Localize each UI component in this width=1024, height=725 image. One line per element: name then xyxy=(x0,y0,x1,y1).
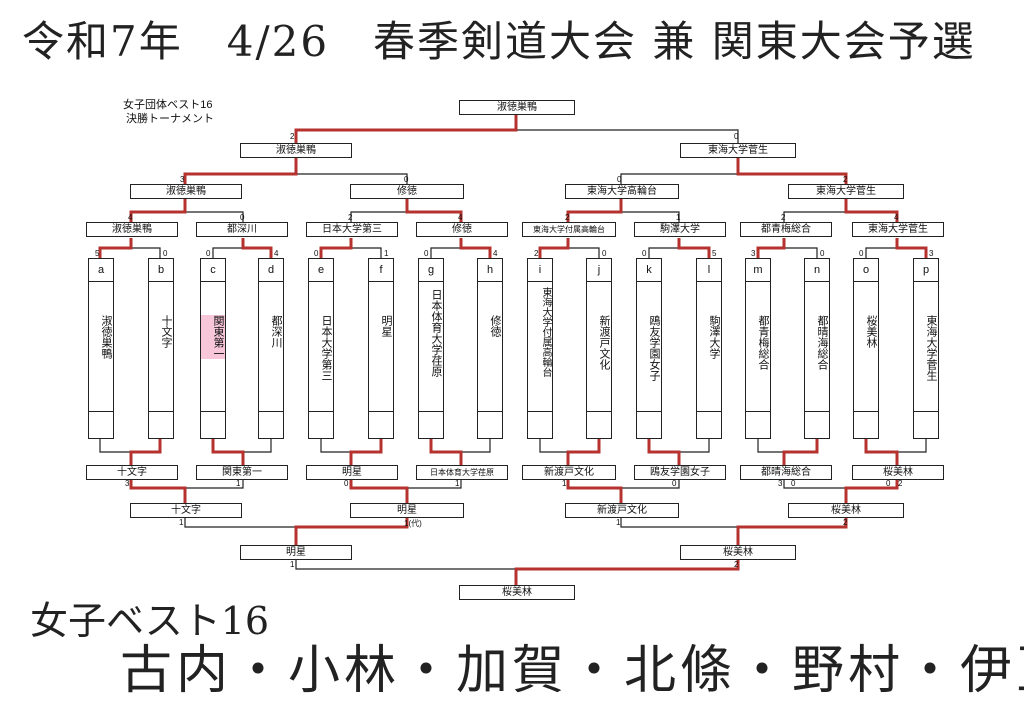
top-qf-1: 淑徳巣鴨 xyxy=(130,184,242,199)
bottom-r16-4: 日本体育大学荏原 xyxy=(416,465,508,480)
score: 3 xyxy=(751,249,756,258)
top-r16-7: 都青梅総合 xyxy=(740,222,832,237)
bracket-title-line2: 決勝トーナメント xyxy=(126,113,214,125)
score: 0 xyxy=(859,249,864,258)
score: 4 xyxy=(493,249,498,258)
bottom-r16-8: 桜美林 xyxy=(852,465,944,480)
score: 3 xyxy=(125,479,130,488)
top-qf-4: 東海大学菅生 xyxy=(788,184,904,199)
score: 5 xyxy=(712,249,717,258)
bottom-qf-4: 桜美林 xyxy=(788,503,904,518)
score: 0 xyxy=(240,213,245,222)
score: 0 xyxy=(820,249,825,258)
score: 4 xyxy=(458,213,463,222)
handwritten-title: 令和7年 4/26 春季剣道大会 兼 関東大会予選 xyxy=(22,17,976,66)
bottom-semi-1: 明星 xyxy=(240,545,352,560)
score: 4 xyxy=(274,249,279,258)
score: 3 xyxy=(180,175,185,184)
bottom-final-winner: 桜美林 xyxy=(459,585,575,600)
score: 2 xyxy=(348,213,353,222)
score: 0 xyxy=(642,249,647,258)
bottom-qf-2: 明星 xyxy=(350,503,464,518)
score: 2 xyxy=(734,560,739,569)
bottom-r16-2: 関東第一 xyxy=(196,465,288,480)
top-r16-4: 修徳 xyxy=(416,222,508,237)
score: 4 xyxy=(894,213,899,222)
score: 0 xyxy=(314,249,319,258)
top-r16-8: 東海大学菅生 xyxy=(852,222,944,237)
score: 2 xyxy=(781,213,786,222)
bottom-r16-3: 明星 xyxy=(306,465,398,480)
top-r16-2: 都深川 xyxy=(196,222,288,237)
score: 1 xyxy=(384,249,389,258)
score: 0 xyxy=(672,479,677,488)
bottom-r16-1: 十文字 xyxy=(86,465,178,480)
score: 2 xyxy=(565,213,570,222)
score: 1 xyxy=(562,479,567,488)
score: 0 xyxy=(886,479,891,488)
score: 0 xyxy=(617,175,622,184)
top-semi-1: 淑徳巣鴨 xyxy=(240,143,352,158)
score: 2 xyxy=(898,479,903,488)
score: 5 xyxy=(95,249,100,258)
bracket-title-line1: 女子団体ベスト16 xyxy=(123,99,213,111)
score: 3 xyxy=(778,479,783,488)
score: 0 xyxy=(424,249,429,258)
score: 1(代) xyxy=(404,519,422,528)
score: 2 xyxy=(534,249,539,258)
handwritten-best-label: 女子ベスト16 xyxy=(30,599,270,643)
score: 0 xyxy=(734,132,739,141)
top-r16-3: 日本大学第三 xyxy=(306,222,398,237)
score: 1 xyxy=(455,479,460,488)
score: 2 xyxy=(843,175,848,184)
score: 2 xyxy=(290,132,295,141)
top-qf-2: 修徳 xyxy=(350,184,464,199)
score: 0 xyxy=(404,175,409,184)
score: 1 xyxy=(236,479,241,488)
score: 1 xyxy=(179,518,184,527)
bottom-qf-1: 十文字 xyxy=(130,503,242,518)
bottom-r16-7: 都晴海総合 xyxy=(740,465,832,480)
top-r16-5: 東海大学付属高輪台 xyxy=(522,222,616,237)
score: 1 xyxy=(676,213,681,222)
score: 0 xyxy=(791,479,796,488)
bottom-r16-6: 鴎友学園女子 xyxy=(634,465,726,480)
top-r16-1: 淑徳巣鴨 xyxy=(86,222,178,237)
score: 0 xyxy=(602,249,607,258)
score: 0 xyxy=(206,249,211,258)
bottom-qf-3: 新渡戸文化 xyxy=(565,503,679,518)
score: 3 xyxy=(929,249,934,258)
score: 1 xyxy=(616,518,621,527)
bottom-r16-5: 新渡戸文化 xyxy=(522,465,616,480)
top-r16-6: 駒澤大学 xyxy=(634,222,726,237)
handwritten-members: 古内・小林・加賀・北條・野村・伊豆 xyxy=(120,641,1024,701)
score: 2 xyxy=(843,518,848,527)
top-qf-3: 東海大学高輪台 xyxy=(565,184,679,199)
score: 0 xyxy=(163,249,168,258)
score: 4 xyxy=(128,213,133,222)
score: 1 xyxy=(290,560,295,569)
bottom-semi-2: 桜美林 xyxy=(680,545,796,560)
top-final-winner: 淑徳巣鴨 xyxy=(459,100,575,115)
top-semi-2: 東海大学菅生 xyxy=(680,143,796,158)
score: 0 xyxy=(344,479,349,488)
